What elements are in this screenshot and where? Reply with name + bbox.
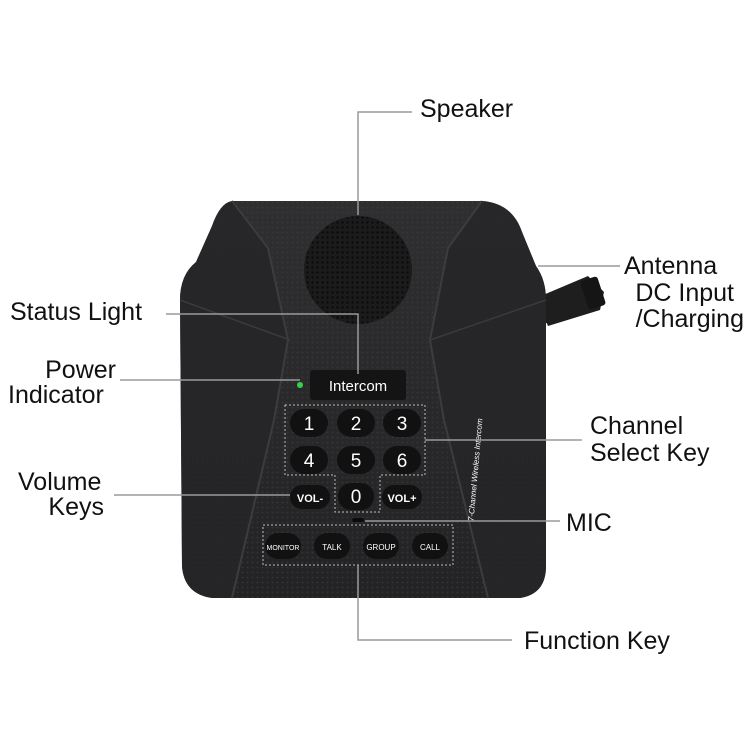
speaker-leader (357, 111, 412, 215)
channel-key-4-label: 4 (304, 451, 315, 472)
dc-input-label: DC Input (635, 279, 734, 307)
channel-key-2[interactable]: 2 (337, 409, 375, 437)
call-key-label: CALL (420, 543, 441, 552)
talk-key[interactable]: TALK (314, 533, 350, 559)
channel-key-3-label: 3 (397, 414, 408, 435)
antenna-label: Antenna (624, 252, 718, 280)
status-light-leader (166, 313, 359, 374)
channel-key-0-label: 0 (351, 487, 362, 508)
channel-key-5[interactable]: 5 (337, 446, 375, 474)
function-key-leader (357, 565, 512, 641)
power-label: Power (45, 356, 116, 384)
select-key-label: Select Key (590, 439, 710, 467)
channel-key-2-label: 2 (351, 414, 362, 435)
monitor-key-label: MONITOR (267, 545, 300, 552)
display-panel (310, 370, 406, 400)
channel-key-6[interactable]: 6 (383, 446, 421, 474)
volume-label: Volume (18, 468, 102, 496)
channel-keys: 1 2 3 4 5 6 0 (290, 409, 421, 510)
status-light-label: Status Light (10, 298, 143, 326)
channel-key-0[interactable]: 0 (338, 483, 374, 510)
volume-down-label: VOL- (297, 493, 324, 505)
leader-lines (114, 111, 620, 641)
group-key-label: GROUP (366, 543, 395, 552)
channel-key-3[interactable]: 3 (383, 409, 421, 437)
keys-label: Keys (48, 493, 104, 521)
volume-up-label: VOL+ (387, 493, 416, 505)
channel-key-5-label: 5 (351, 451, 362, 472)
body-facets (179, 200, 547, 599)
speaker-grill (304, 216, 412, 324)
call-key[interactable]: CALL (412, 533, 448, 559)
function-keys: MONITOR TALK GROUP CALL (265, 533, 448, 559)
volume-down-key[interactable]: VOL- (290, 485, 330, 509)
monitor-key[interactable]: MONITOR (265, 533, 301, 559)
channel-key-4[interactable]: 4 (290, 446, 328, 474)
channel-label: Channel (590, 412, 684, 440)
mic-slot (352, 518, 364, 522)
group-key[interactable]: GROUP (363, 533, 399, 559)
mic-label: MIC (566, 509, 612, 537)
talk-key-label: TALK (322, 543, 342, 552)
channel-key-1-label: 1 (304, 414, 315, 435)
display-text: Intercom (329, 378, 387, 395)
function-key-label: Function Key (524, 627, 670, 655)
speaker-label: Speaker (420, 95, 514, 123)
channel-key-1[interactable]: 1 (290, 409, 328, 437)
charging-label: /Charging (635, 305, 744, 333)
volume-keys: VOL- VOL+ (290, 485, 422, 509)
power-indicator-led (297, 382, 303, 388)
indicator-label: Indicator (8, 381, 104, 409)
volume-up-key[interactable]: VOL+ (382, 485, 422, 509)
channel-key-6-label: 6 (397, 451, 408, 472)
